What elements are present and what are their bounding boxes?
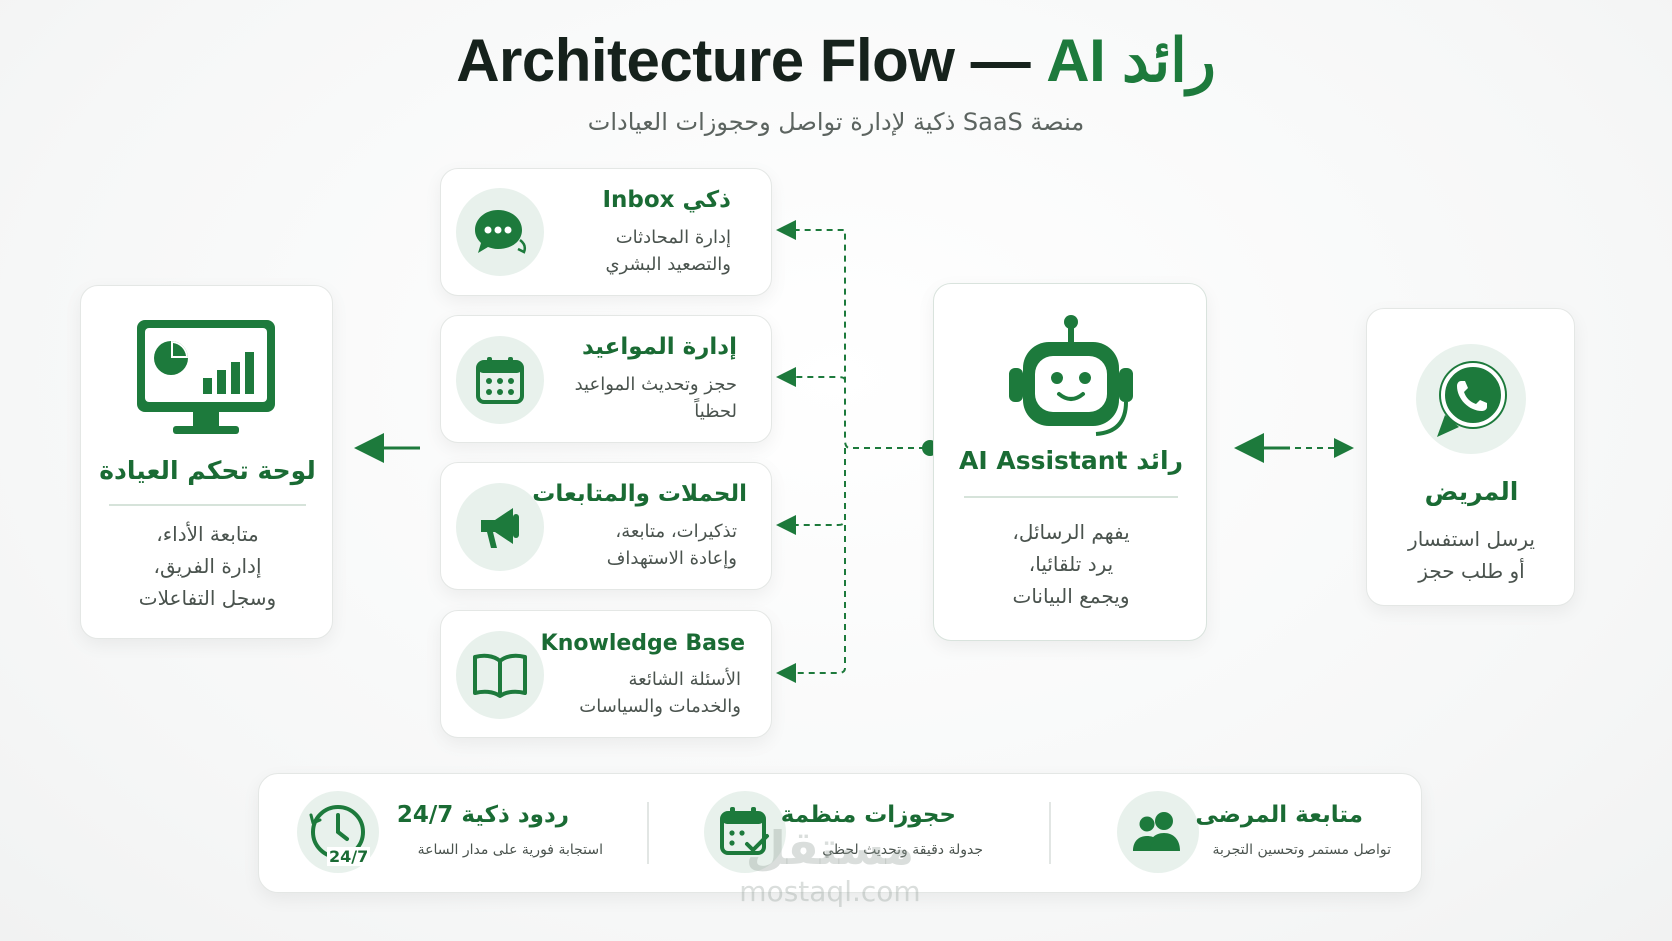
appointments-card: إدارة المواعيد حجز وتحديث المواعيد لحظيا… <box>440 315 772 443</box>
page-subtitle: منصة SaaS ذكية لإدارة تواصل وحجوزات العي… <box>587 108 1085 136</box>
campaigns-title: الحملات والمتابعات <box>532 481 747 507</box>
patient-title: المريض <box>1424 477 1519 506</box>
feature-text-2: جدولة دقيقة وتحديث لحظي <box>822 842 983 858</box>
knowledge-base-card: Knowledge Base الأسئلة الشائعة والخدمات … <box>440 610 772 738</box>
feature-icon-circle-3 <box>1117 791 1199 873</box>
watermark-logo: مستقل <box>745 821 915 875</box>
appointments-line-1: حجز وتحديث المواعيد <box>574 374 737 395</box>
feature-icon-circle-2 <box>704 791 786 873</box>
title-main: Architecture Flow — <box>456 27 1047 94</box>
assistant-title: رائد AI Assistant <box>959 446 1183 475</box>
dashboard-title: لوحة تحكم العيادة <box>99 456 316 485</box>
patient-line-1: يرسل استفسار <box>1408 527 1535 551</box>
dashboard-card: لوحة تحكم العيادة متابعة الأداء، إدارة ا… <box>80 285 333 639</box>
dashboard-divider <box>109 504 306 506</box>
feature-title-2: حجوزات منظمة <box>780 802 956 828</box>
feature-separator-2 <box>1049 802 1051 864</box>
assistant-divider <box>964 496 1178 498</box>
title-accent: رائد AI <box>1046 27 1216 94</box>
calendar-icon <box>476 357 524 404</box>
calendar-check-icon <box>720 807 769 855</box>
campaigns-line-2: وإعادة الاستهداف <box>606 548 737 569</box>
feature-text-3: تواصل مستمر وتحسين التجربة <box>1212 842 1392 858</box>
feature-separator-1 <box>647 802 649 864</box>
appointments-icon-circle <box>456 336 544 424</box>
dashboard-line-2: إدارة الفريق، <box>153 554 262 578</box>
assistant-line-1: يفهم الرسائل، <box>1012 520 1130 544</box>
dashboard-line-3: وسجل التفاعلات <box>138 586 277 610</box>
patient-icon-circle <box>1416 344 1526 454</box>
assistant-line-3: ويجمع البيانات <box>1012 584 1130 608</box>
page-title: Architecture Flow — رائد AI <box>0 26 1672 96</box>
inbox-icon-circle <box>456 188 544 276</box>
knowledge-base-title: Knowledge Base <box>540 631 745 656</box>
monitor-analytics-icon <box>137 320 275 434</box>
knowledge-base-line-2: والخدمات والسياسات <box>579 696 741 717</box>
users-icon <box>1133 812 1180 851</box>
chat-bubble-icon <box>475 210 527 254</box>
inbox-line-1: إدارة المحادثات <box>615 227 731 248</box>
inbox-card: ذكي Inbox إدارة المحادثات والتصعيد البشر… <box>440 168 772 296</box>
robot-headset-icon <box>1009 315 1133 436</box>
watermark-domain: mostaql.com <box>739 875 921 908</box>
appointments-line-2: لحظياً <box>694 401 737 422</box>
inbox-title: ذكي Inbox <box>602 187 731 213</box>
assistant-line-2: يرد تلقائيا، <box>1028 552 1114 576</box>
book-icon <box>473 653 527 698</box>
appointments-title: إدارة المواعيد <box>581 334 737 360</box>
dashboard-line-1: متابعة الأداء، <box>156 522 259 546</box>
feature-title-1: ردود ذكية 24/7 <box>396 802 569 828</box>
campaigns-card: الحملات والمتابعات تذكيرات، متابعة، وإعا… <box>440 462 772 590</box>
feature-title-3: متابعة المرضى <box>1195 802 1363 828</box>
patient-card: المريض يرسل استفسار أو طلب حجز <box>1366 308 1575 606</box>
megaphone-icon <box>481 508 519 548</box>
patient-line-2: أو طلب حجز <box>1418 559 1525 583</box>
whatsapp-icon <box>1437 361 1507 437</box>
knowledge-base-line-1: الأسئلة الشائعة <box>628 669 741 690</box>
feature-badge-1: 24/7 <box>327 847 371 866</box>
assistant-card: رائد AI Assistant يفهم الرسائل، يرد تلقا… <box>933 283 1207 641</box>
knowledge-base-icon-circle <box>456 631 544 719</box>
features-bar: 24/7 ردود ذكية 24/7 استجابة فورية على مد… <box>258 773 1422 893</box>
watermark: مستقل mostaql.com <box>700 820 960 908</box>
campaigns-line-1: تذكيرات، متابعة، <box>615 521 737 542</box>
feature-text-1: استجابة فورية على مدار الساعة <box>417 842 603 858</box>
inbox-line-2: والتصعيد البشري <box>605 254 732 275</box>
campaigns-icon-circle <box>456 483 544 571</box>
